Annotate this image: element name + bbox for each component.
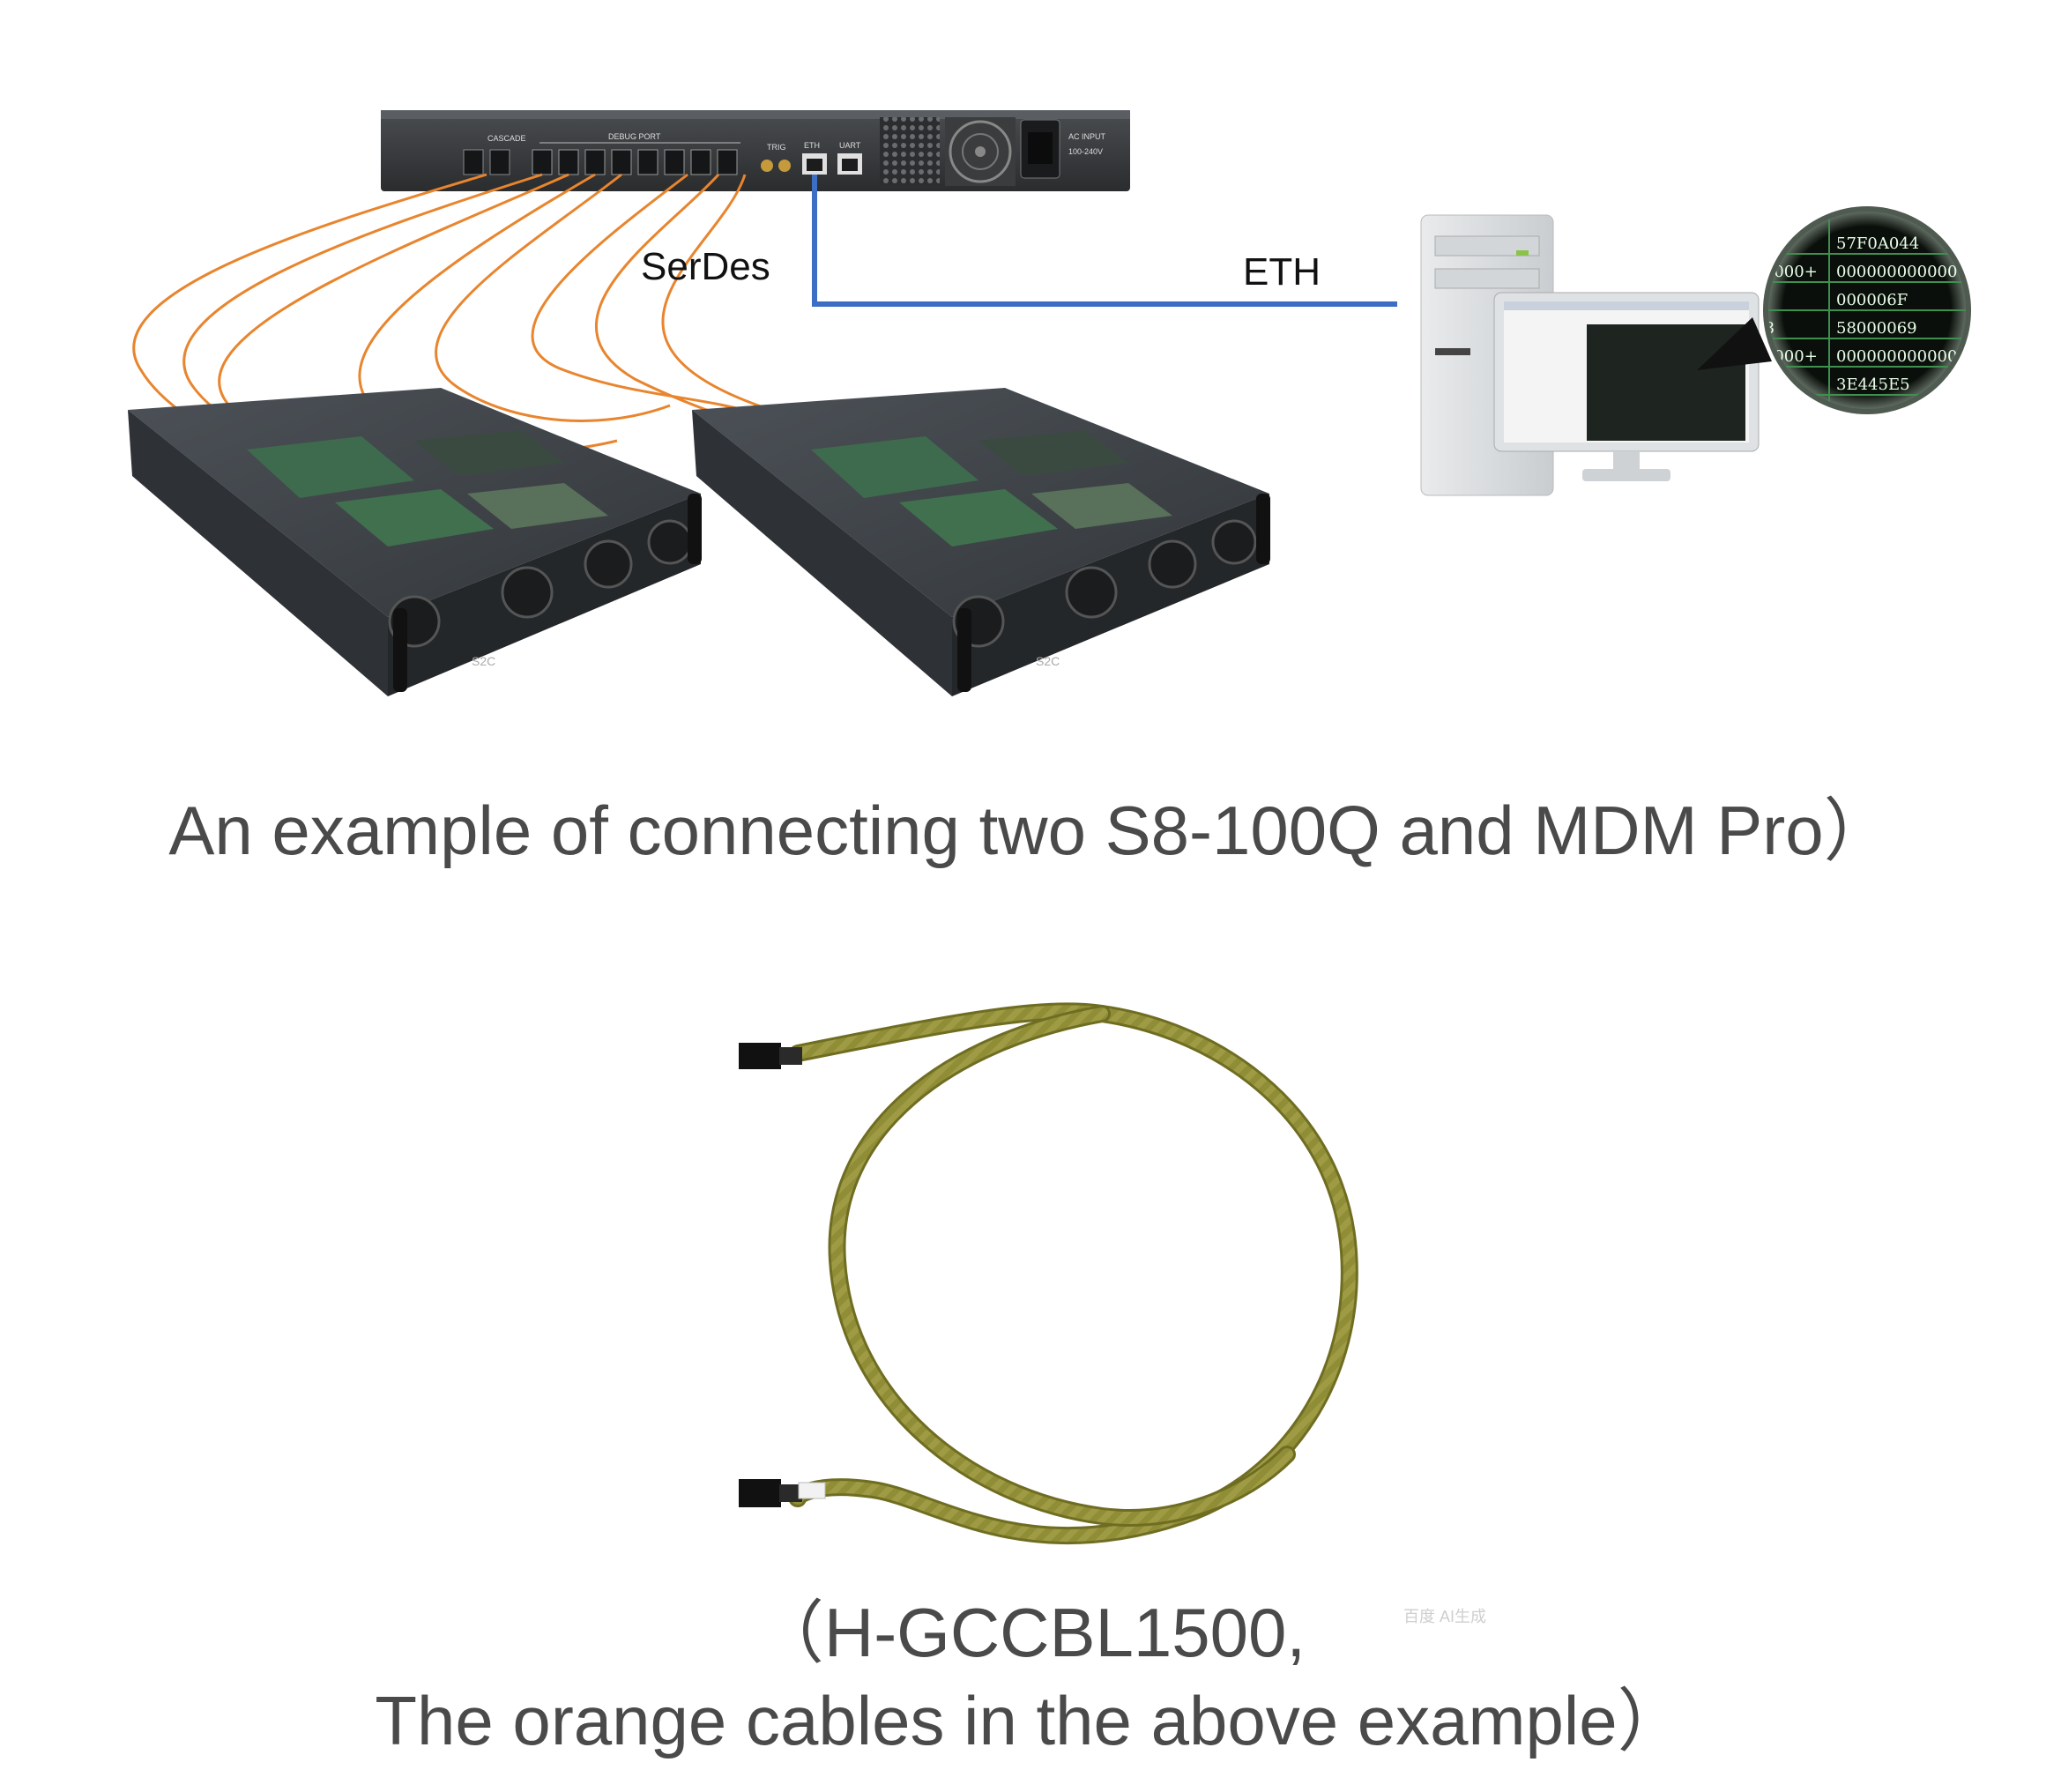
zoom-value: 68 (1754, 319, 1775, 338)
s8-100q-server-2: S2C (692, 388, 1270, 696)
server-2-brand: S2C (1036, 654, 1060, 668)
trig-connectors: TRIG (761, 143, 791, 172)
fan-icon (945, 117, 1016, 186)
zoom-value: 58000069 (1836, 319, 1917, 338)
trig-label: TRIG (767, 143, 786, 152)
eth-port: ETH (802, 141, 827, 175)
zoom-value: 3E445E5 (1836, 376, 1910, 394)
debug-port-label: DEBUG PORT (608, 132, 661, 141)
cable-connector-bottom (739, 1479, 826, 1507)
top-caption: An example of connecting two S8-100Q and… (168, 792, 1893, 869)
cable-connector-top (739, 1043, 802, 1069)
watermark: 百度 AI生成 (1403, 1608, 1487, 1625)
eth-label: ETH (1243, 250, 1321, 294)
power-voltage: 100-240V (1068, 147, 1103, 156)
eth-cable-line (812, 175, 1397, 307)
power-label: AC INPUT (1068, 132, 1106, 141)
zoom-value: 000006F (1836, 291, 1908, 309)
zoom-value: 000000000000 (1836, 263, 1957, 281)
serdes-label: SerDes (641, 245, 770, 288)
cascade-label: CASCADE (487, 134, 526, 143)
mdm-pro-unit: CASCADE DEBUG PORT TRIG ETH (381, 110, 1130, 191)
power-inlet: AC INPUT 100-240V (1020, 119, 1106, 179)
vent-grille (880, 117, 940, 186)
uart-port: UART (837, 141, 862, 175)
bottom-caption-line2: The orange cables in the above example） (375, 1682, 1686, 1759)
zoom-value: 000000+ (1744, 263, 1818, 281)
monitor-zoom-lens: 57F0A044 000000+ 000000000000 000006F 68… (1697, 206, 1971, 414)
server-1-brand: S2C (472, 654, 495, 668)
s8-100q-server-1: S2C (128, 388, 702, 696)
eth-port-label: ETH (804, 141, 820, 150)
h-gccbl1500-cable (739, 1002, 1358, 1545)
host-pc (1420, 214, 1760, 496)
debug-ports: DEBUG PORT (532, 132, 740, 175)
zoom-value: 57F0A044 (1836, 234, 1919, 253)
bottom-caption-line1: （H-GCCBL1500, (755, 1594, 1306, 1671)
uart-port-label: UART (839, 141, 861, 150)
zoom-value: 000000000000 (1836, 347, 1957, 366)
cascade-ports: CASCADE (463, 134, 526, 175)
